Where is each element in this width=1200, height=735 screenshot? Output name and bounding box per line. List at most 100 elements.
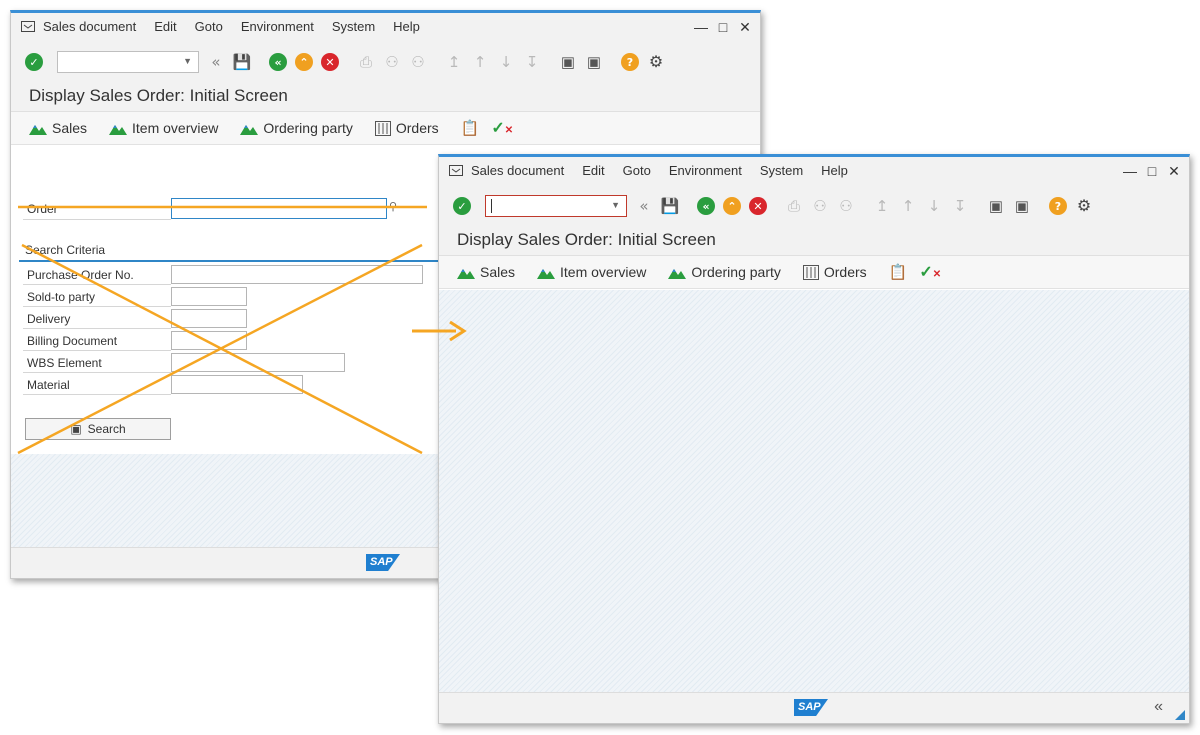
application-toolbar: Sales Item overview Ordering party Order… — [11, 112, 760, 145]
minimize-icon[interactable]: — — [694, 19, 708, 35]
command-field[interactable]: ▼ — [57, 51, 199, 73]
menu-edit[interactable]: Edit — [582, 163, 605, 178]
purchase-order-input[interactable] — [171, 265, 423, 284]
next-page-icon[interactable]: ↓ — [927, 197, 941, 215]
gear-icon[interactable]: ⚙ — [648, 54, 664, 71]
item-overview-button[interactable]: Item overview — [109, 120, 218, 136]
check-button[interactable]: ✓✕ — [491, 118, 513, 138]
billing-document-input[interactable] — [171, 331, 247, 350]
first-page-icon[interactable]: ↥ — [875, 197, 889, 215]
delivery-input[interactable] — [171, 309, 247, 328]
menu-bar: Sales document Edit Goto Environment Sys… — [439, 157, 1189, 187]
page-title: Display Sales Order: Initial Screen — [11, 81, 760, 112]
resize-corner-icon[interactable] — [1175, 710, 1185, 720]
shortcut-icon[interactable]: ▣ — [1014, 198, 1030, 215]
find-next-icon[interactable]: ⚇ — [839, 197, 853, 215]
exit-icon[interactable]: ⌃ — [721, 195, 743, 217]
search-button-label: Search — [87, 422, 126, 436]
close-icon[interactable]: ✕ — [739, 19, 751, 35]
previous-page-icon[interactable]: ↑ — [901, 197, 915, 215]
maximize-icon[interactable]: □ — [1147, 163, 1157, 179]
menu-help[interactable]: Help — [821, 163, 848, 178]
orders-label: Orders — [395, 120, 439, 136]
orders-button[interactable]: Orders — [374, 120, 439, 136]
menu-help[interactable]: Help — [393, 19, 420, 34]
criteria-label: Material — [27, 378, 70, 392]
search-criteria-title: Search Criteria — [25, 243, 106, 257]
save-icon[interactable]: 💾 — [660, 197, 680, 215]
cancel-icon[interactable]: ✕ — [319, 51, 341, 73]
background-pattern — [439, 290, 1189, 693]
command-field[interactable]: ▼ — [485, 195, 627, 217]
sales-button[interactable]: Sales — [457, 264, 515, 280]
find-next-icon[interactable]: ⚇ — [411, 53, 425, 71]
chevron-down-icon[interactable]: ▼ — [183, 56, 192, 66]
enter-icon[interactable]: ✓ — [451, 195, 473, 217]
chevron-down-icon[interactable]: ▼ — [611, 200, 620, 210]
orders-button[interactable]: Orders — [802, 264, 867, 280]
item-overview-button[interactable]: Item overview — [537, 264, 646, 280]
shortcut-icon[interactable]: ▣ — [586, 54, 602, 71]
last-page-icon[interactable]: ↧ — [525, 53, 539, 71]
new-session-icon[interactable]: ▣ — [560, 54, 576, 71]
menu-system[interactable]: System — [759, 163, 804, 178]
menu-sales-document[interactable]: Sales document — [471, 163, 565, 178]
double-left-icon[interactable]: « — [211, 53, 221, 71]
double-left-icon[interactable]: « — [639, 197, 649, 215]
back-icon[interactable]: « — [267, 51, 289, 73]
new-session-icon[interactable]: ▣ — [988, 198, 1004, 215]
menu-icon[interactable] — [21, 21, 35, 32]
next-page-icon[interactable]: ↓ — [499, 53, 513, 71]
close-icon[interactable]: ✕ — [1168, 163, 1180, 179]
order-input[interactable] — [171, 198, 387, 219]
search-button[interactable]: ▣ Search — [25, 418, 171, 440]
cancel-icon[interactable]: ✕ — [747, 195, 769, 217]
back-icon[interactable]: « — [695, 195, 717, 217]
maximize-icon[interactable]: □ — [718, 19, 728, 35]
first-page-icon[interactable]: ↥ — [447, 53, 461, 71]
menu-system[interactable]: System — [331, 19, 376, 34]
wbs-element-input[interactable] — [171, 353, 345, 372]
save-icon[interactable]: 💾 — [232, 53, 252, 71]
menu-edit[interactable]: Edit — [154, 19, 177, 34]
find-icon[interactable]: ⚇ — [385, 53, 399, 71]
enter-icon[interactable]: ✓ — [23, 51, 45, 73]
menu-environment[interactable]: Environment — [668, 163, 742, 178]
print-icon[interactable]: ⎙ — [359, 53, 372, 71]
menu-environment[interactable]: Environment — [240, 19, 314, 34]
ordering-party-label: Ordering party — [263, 120, 353, 136]
ordering-party-button[interactable]: Ordering party — [668, 264, 781, 280]
last-page-icon[interactable]: ↧ — [953, 197, 967, 215]
help-icon[interactable]: ? — [1047, 195, 1069, 217]
sales-button[interactable]: Sales — [29, 120, 87, 136]
sold-to-party-input[interactable] — [171, 287, 247, 306]
find-icon[interactable]: ⚇ — [813, 197, 827, 215]
menu-icon[interactable] — [449, 165, 463, 176]
check-cancel-icon: ✓✕ — [919, 264, 942, 281]
menu-sales-document[interactable]: Sales document — [43, 19, 137, 34]
menu-goto[interactable]: Goto — [194, 19, 223, 34]
page-title: Display Sales Order: Initial Screen — [439, 225, 1189, 256]
text-cursor — [491, 199, 492, 213]
check-cancel-icon: ✓✕ — [491, 120, 514, 137]
menu-goto[interactable]: Goto — [622, 163, 651, 178]
help-icon[interactable]: ? — [619, 51, 641, 73]
search-help-icon[interactable]: ⚲ — [389, 201, 398, 213]
mountain-icon — [29, 125, 47, 135]
expand-status-icon[interactable]: « — [1154, 698, 1163, 715]
criteria-label: Purchase Order No. — [27, 268, 134, 282]
ordering-party-label: Ordering party — [691, 264, 781, 280]
document-flow-icon: 📋 — [460, 120, 480, 137]
previous-page-icon[interactable]: ↑ — [473, 53, 487, 71]
material-input[interactable] — [171, 375, 303, 394]
gear-icon[interactable]: ⚙ — [1076, 198, 1092, 215]
orders-label: Orders — [823, 264, 867, 280]
document-flow-button[interactable]: 📋 — [889, 263, 908, 281]
ordering-party-button[interactable]: Ordering party — [240, 120, 353, 136]
exit-icon[interactable]: ⌃ — [293, 51, 315, 73]
minimize-icon[interactable]: — — [1123, 163, 1137, 179]
print-icon[interactable]: ⎙ — [787, 197, 800, 215]
check-button[interactable]: ✓✕ — [919, 262, 941, 282]
document-flow-button[interactable]: 📋 — [461, 119, 480, 137]
mountain-icon — [537, 269, 556, 279]
